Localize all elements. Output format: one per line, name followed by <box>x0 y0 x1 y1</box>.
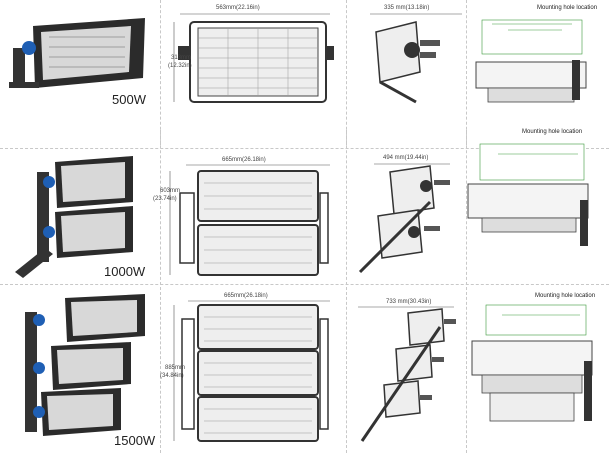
mounting-hole-drawing <box>467 143 589 246</box>
divider <box>346 287 347 453</box>
depth-dimension: 494 mm(19.44in) <box>383 155 429 161</box>
row-1500w: 1500W 665mm(26.18in) 885mm (34.84in) 733… <box>0 287 609 453</box>
mounting-hole-drawing <box>475 19 587 103</box>
row-divider <box>0 284 609 285</box>
front-drawing <box>173 300 330 442</box>
mounting-hole-title: Mounting hole location <box>522 129 583 135</box>
width-dimension: 665mm(26.18in) <box>224 293 268 299</box>
divider <box>466 0 467 145</box>
side-drawing <box>370 13 462 104</box>
height-dimension: 885mm <box>165 365 186 371</box>
height-dimension-in: (23.74in) <box>153 196 177 202</box>
product-photo-1500w <box>25 294 145 436</box>
width-dimension: 665mm(26.18in) <box>222 157 266 163</box>
divider <box>346 0 347 145</box>
row-divider <box>0 148 609 149</box>
wattage-label: 1000W <box>104 264 146 279</box>
product-photo-500w <box>9 18 145 88</box>
row-1000w: 1000W 665mm(26.18in) 603mm (23.74in) 494… <box>0 129 609 285</box>
depth-dimension: 335 mm(13.18in) <box>384 5 430 11</box>
wattage-label: 1500W <box>114 433 156 448</box>
front-drawing <box>173 13 334 103</box>
side-drawing <box>358 306 456 442</box>
height-dimension-in: (34.84in) <box>160 373 184 379</box>
divider <box>466 130 467 285</box>
side-drawing <box>358 163 450 274</box>
depth-dimension: 733 mm(30.43in) <box>386 299 432 305</box>
divider <box>160 130 161 285</box>
mounting-hole-title: Mounting hole location <box>537 5 598 11</box>
divider <box>160 287 161 453</box>
height-dimension-in: (12.32in) <box>168 63 192 69</box>
divider <box>346 130 347 285</box>
divider <box>466 287 467 453</box>
divider <box>160 0 161 145</box>
width-dimension: 563mm(22.16in) <box>216 5 260 11</box>
front-drawing <box>169 164 330 276</box>
mounting-hole-title: Mounting hole location <box>535 293 596 299</box>
height-dimension: 603mm <box>160 188 181 194</box>
row-500w: 500W 563mm(22.16in) 313mm (12.32in) 335 … <box>0 0 609 145</box>
height-dimension: 313mm <box>171 55 192 61</box>
wattage-label: 500W <box>112 92 146 107</box>
product-photo-1000w <box>15 156 133 278</box>
mounting-hole-drawing <box>471 304 593 422</box>
